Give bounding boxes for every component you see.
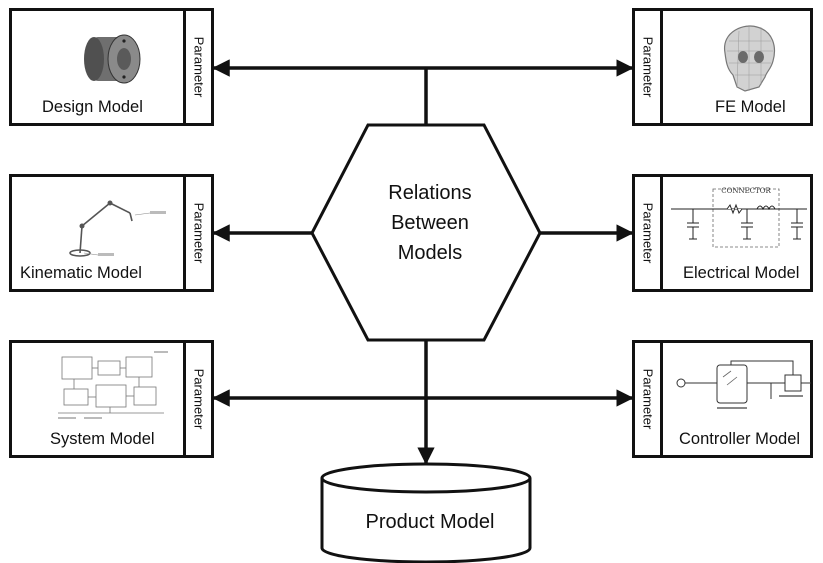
electrical-model-box: Parameter CONNECTOR Electrical Model [632,174,813,292]
parameter-tab: Parameter [183,343,211,455]
relations-hexagon [310,123,542,342]
controller-model-box: Parameter Controller Model [632,340,813,458]
controller-model-label: Controller Model [679,430,801,448]
connector-label: CONNECTOR [721,187,771,195]
parameter-tab: Parameter [635,177,663,289]
relations-label: Relations Between Models [388,182,472,264]
kinematic-model-box: Kinematic Model Parameter [9,174,214,292]
fe-model-label: FE Model [715,98,786,116]
kinematic-model-label: Kinematic Model [20,264,142,282]
fe-model-box: Parameter FE Model [632,8,813,126]
skull-mesh-image [724,25,776,92]
circuit-schematic-image: CONNECTOR [671,187,807,248]
system-model-box: System Model Parameter [9,340,214,458]
product-model-label: Product Model [365,511,495,533]
robot-arm-image [69,200,166,257]
design-model-label: Design Model [42,98,143,116]
parameter-tab: Parameter [183,11,211,123]
parameter-tab: Parameter [635,11,663,123]
system-diagram-image [58,351,168,419]
system-model-label: System Model [50,430,155,448]
parameter-tab: Parameter [183,177,211,289]
electrical-model-label: Electrical Model [683,264,800,282]
mechanical-part-image [84,34,141,84]
design-model-box: Design Model Parameter [9,8,214,126]
product-model-cylinder [320,462,532,563]
parameter-tab: Parameter [635,343,663,455]
controller-block-diagram-image [676,360,811,409]
